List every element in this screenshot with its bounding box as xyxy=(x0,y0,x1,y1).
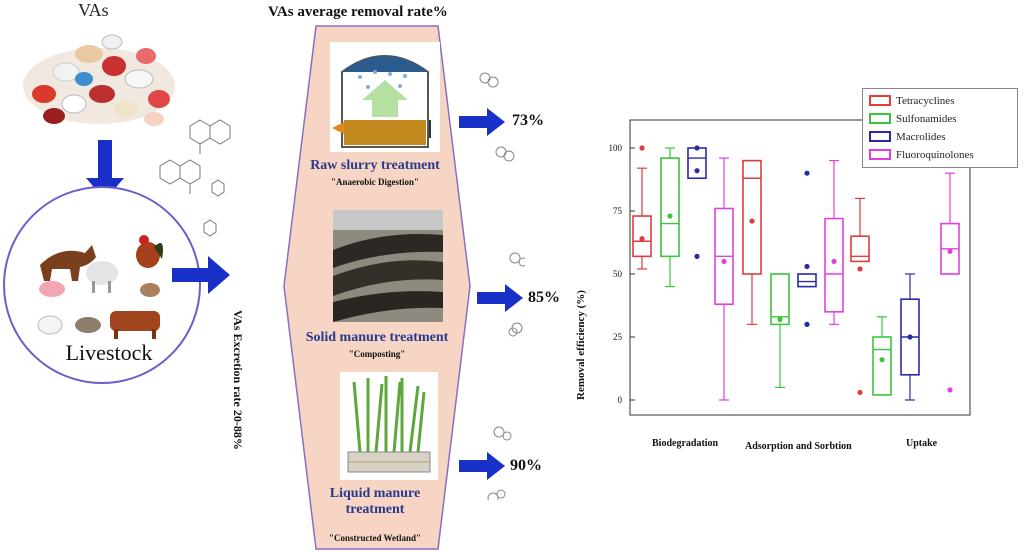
stage-3-sub: "Constructed Wetland" xyxy=(328,533,422,543)
removal-efficiency-chart: 0 25 50 75 100 xyxy=(609,119,971,416)
molecule-structure-icon xyxy=(159,119,231,237)
box-mean-point xyxy=(694,168,700,174)
plot-frame xyxy=(629,119,971,416)
rate-2: 85% xyxy=(528,289,560,306)
box-outlier-point xyxy=(804,321,810,327)
y-tick-label: 0 xyxy=(618,395,623,405)
box-mean-point xyxy=(879,357,885,363)
chart-legend: Tetracyclines Sulfonamides Macrolides Fl… xyxy=(862,88,1018,168)
box-body xyxy=(872,336,892,396)
legend-item-fluoroquinolones: Fluoroquinolones xyxy=(869,146,974,163)
stage-3-label: Liquid manure treatment xyxy=(329,486,421,517)
box-body xyxy=(797,273,817,288)
box-mean-point xyxy=(907,334,913,340)
group-label-uptake: Uptake xyxy=(906,438,938,449)
box-mean-point xyxy=(721,258,727,264)
stage-2-label: Solid manure treatment xyxy=(305,330,449,345)
y-tick-label: 75 xyxy=(613,206,623,216)
box-body xyxy=(824,217,844,313)
rate-arrows xyxy=(459,72,525,500)
box-body xyxy=(687,147,707,180)
stage-2-sub: "Composting" xyxy=(348,349,406,359)
box-outlier-point xyxy=(694,145,700,151)
group-label-biodegradation: Biodegradation xyxy=(652,438,719,449)
y-axis-label: Removal efficiency (%) xyxy=(575,290,587,400)
stage-1-label: Raw slurry treatment xyxy=(310,158,440,173)
box-mean-point xyxy=(639,236,645,242)
constructed-wetland-image xyxy=(340,372,438,480)
box-outlier-point xyxy=(857,389,863,396)
box-mean-point xyxy=(947,248,953,254)
removal-rate-title: VAs average removal rate% xyxy=(268,4,448,20)
box-outlier-point xyxy=(947,387,953,393)
box-mean-point xyxy=(831,258,837,264)
box-body xyxy=(660,157,680,258)
livestock-label: Livestock xyxy=(65,340,153,365)
rate-1: 73% xyxy=(512,112,544,129)
pills-image xyxy=(23,34,175,126)
box-outlier-point xyxy=(639,145,645,151)
legend-item-sulfonamides: Sulfonamides xyxy=(869,110,957,127)
excretion-rate-label: VAs Excretion rate 20-88% xyxy=(231,310,245,450)
legend-item-macrolides: Macrolides xyxy=(869,128,945,145)
box-mean-point xyxy=(857,266,863,272)
box-outlier-point xyxy=(804,170,810,176)
box-mean-point xyxy=(667,213,673,219)
group-label-adsorption: Adsorption and Sorbtion xyxy=(745,441,852,452)
anaerobic-digester-image xyxy=(330,42,440,152)
legend-item-tetracyclines: Tetracyclines xyxy=(869,92,954,109)
box-mean-point xyxy=(777,316,783,322)
vas-title: VAs xyxy=(78,0,109,20)
box-body xyxy=(742,159,762,275)
box-mean-point xyxy=(804,263,810,270)
composting-rows-image xyxy=(333,210,443,322)
box-body xyxy=(850,235,870,263)
livestock-animals-image xyxy=(37,235,163,339)
box-outlier-point xyxy=(694,253,700,259)
box-mean-point xyxy=(749,218,755,224)
rate-3: 90% xyxy=(510,457,542,474)
box-body xyxy=(770,273,790,326)
y-tick-label: 100 xyxy=(609,143,623,153)
stage-1-sub: "Anaerobic Digestion" xyxy=(330,177,420,187)
y-tick-label: 25 xyxy=(613,332,623,342)
y-tick-label: 50 xyxy=(613,269,623,279)
